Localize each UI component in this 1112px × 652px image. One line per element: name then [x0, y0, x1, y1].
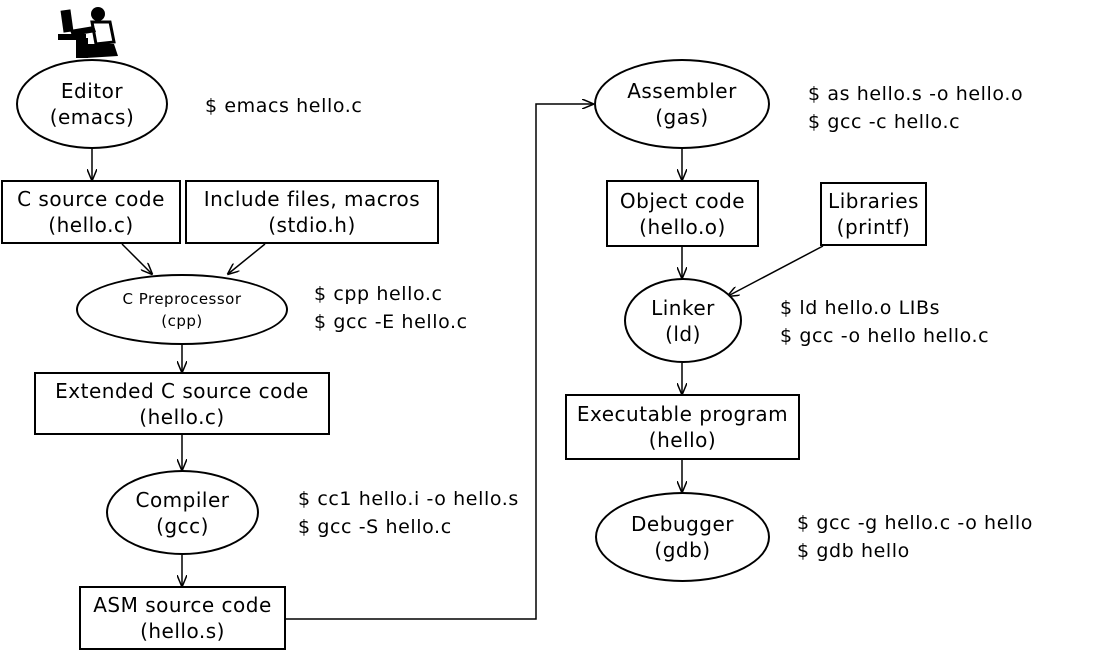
editor-command-1: $ emacs hello.c — [205, 95, 363, 117]
compiler-command-2: $ gcc -S hello.c — [298, 516, 452, 538]
linker-node: Linker (ld) — [624, 278, 742, 363]
preprocessor-command-2: $ gcc -E hello.c — [314, 311, 468, 333]
assembler-command-1: $ as hello.s -o hello.o — [808, 83, 1024, 105]
linker-commands: $ ld hello.o LIBs $ gcc -o hello hello.c — [780, 294, 989, 350]
preprocessor-label: C Preprocessor — [122, 289, 242, 308]
object-code-label: Object code — [619, 188, 746, 213]
debugger-label: Debugger — [631, 512, 734, 536]
linker-command-2: $ gcc -o hello hello.c — [780, 325, 990, 347]
executable-node: Executable program (hello) — [565, 394, 800, 460]
include-files-file: (stdio.h) — [268, 213, 356, 237]
c-source-label: C source code — [17, 187, 165, 211]
libraries-file: (printf) — [836, 215, 911, 239]
arrow-libraries-to-linker — [728, 245, 824, 296]
editor-label: Editor — [60, 79, 124, 103]
extended-source-node: Extended C source code (hello.c) — [34, 372, 330, 435]
debugger-node: Debugger (gdb) — [595, 492, 770, 582]
asm-source-node: ASM source code (hello.s) — [79, 586, 286, 650]
asm-source-file: (hello.s) — [140, 619, 225, 643]
c-source-file: (hello.c) — [48, 213, 134, 237]
linker-label: Linker — [651, 295, 715, 320]
editor-tool: (emacs) — [49, 105, 135, 129]
arrow-include-to-preprocessor — [228, 243, 266, 274]
compiler-label: Compiler — [135, 487, 230, 512]
preprocessor-command-1: $ cpp hello.c — [314, 283, 443, 305]
editor-node: Editor (emacs) — [16, 59, 168, 149]
arrow-asm-to-assembler — [286, 104, 593, 620]
executable-label: Executable program — [576, 402, 789, 426]
debugger-tool: (gdb) — [654, 538, 711, 562]
preprocessor-commands: $ cpp hello.c $ gcc -E hello.c — [314, 280, 468, 336]
debugger-command-2: $ gdb hello — [797, 540, 910, 562]
include-files-label: Include files, macros — [203, 187, 421, 211]
debugger-commands: $ gcc -g hello.c -o hello $ gdb hello — [797, 509, 1033, 565]
debugger-command-1: $ gcc -g hello.c -o hello — [797, 512, 1033, 534]
linker-command-1: $ ld hello.o LIBs — [780, 297, 941, 319]
c-source-node: C source code (hello.c) — [1, 180, 181, 244]
programmer-illustration — [58, 7, 118, 58]
executable-file: (hello) — [648, 428, 717, 452]
include-files-node: Include files, macros (stdio.h) — [185, 180, 439, 244]
linker-tool: (ld) — [665, 321, 701, 346]
libraries-node: Libraries (printf) — [820, 182, 927, 246]
preprocessor-tool: (cpp) — [161, 311, 203, 330]
asm-source-label: ASM source code — [93, 593, 272, 617]
libraries-label: Libraries — [828, 189, 919, 213]
arrow-source-to-preprocessor — [121, 243, 152, 274]
assembler-tool: (gas) — [655, 105, 709, 129]
compiler-node: Compiler (gcc) — [106, 470, 259, 555]
preprocessor-node: C Preprocessor (cpp) — [76, 274, 288, 345]
assembler-command-2: $ gcc -c hello.c — [808, 111, 961, 133]
compiler-commands: $ cc1 hello.i -o hello.s $ gcc -S hello.… — [298, 485, 519, 541]
object-code-file: (hello.o) — [639, 214, 726, 239]
assembler-node: Assembler (gas) — [594, 59, 770, 149]
compiler-tool: (gcc) — [156, 513, 209, 538]
compiler-command-1: $ cc1 hello.i -o hello.s — [298, 488, 519, 510]
object-code-node: Object code (hello.o) — [606, 180, 759, 247]
extended-source-label: Extended C source code — [55, 378, 309, 403]
assembler-label: Assembler — [627, 79, 737, 103]
editor-commands: $ emacs hello.c — [205, 92, 362, 120]
assembler-commands: $ as hello.s -o hello.o $ gcc -c hello.c — [808, 80, 1023, 136]
extended-source-file: (hello.c) — [139, 404, 225, 429]
